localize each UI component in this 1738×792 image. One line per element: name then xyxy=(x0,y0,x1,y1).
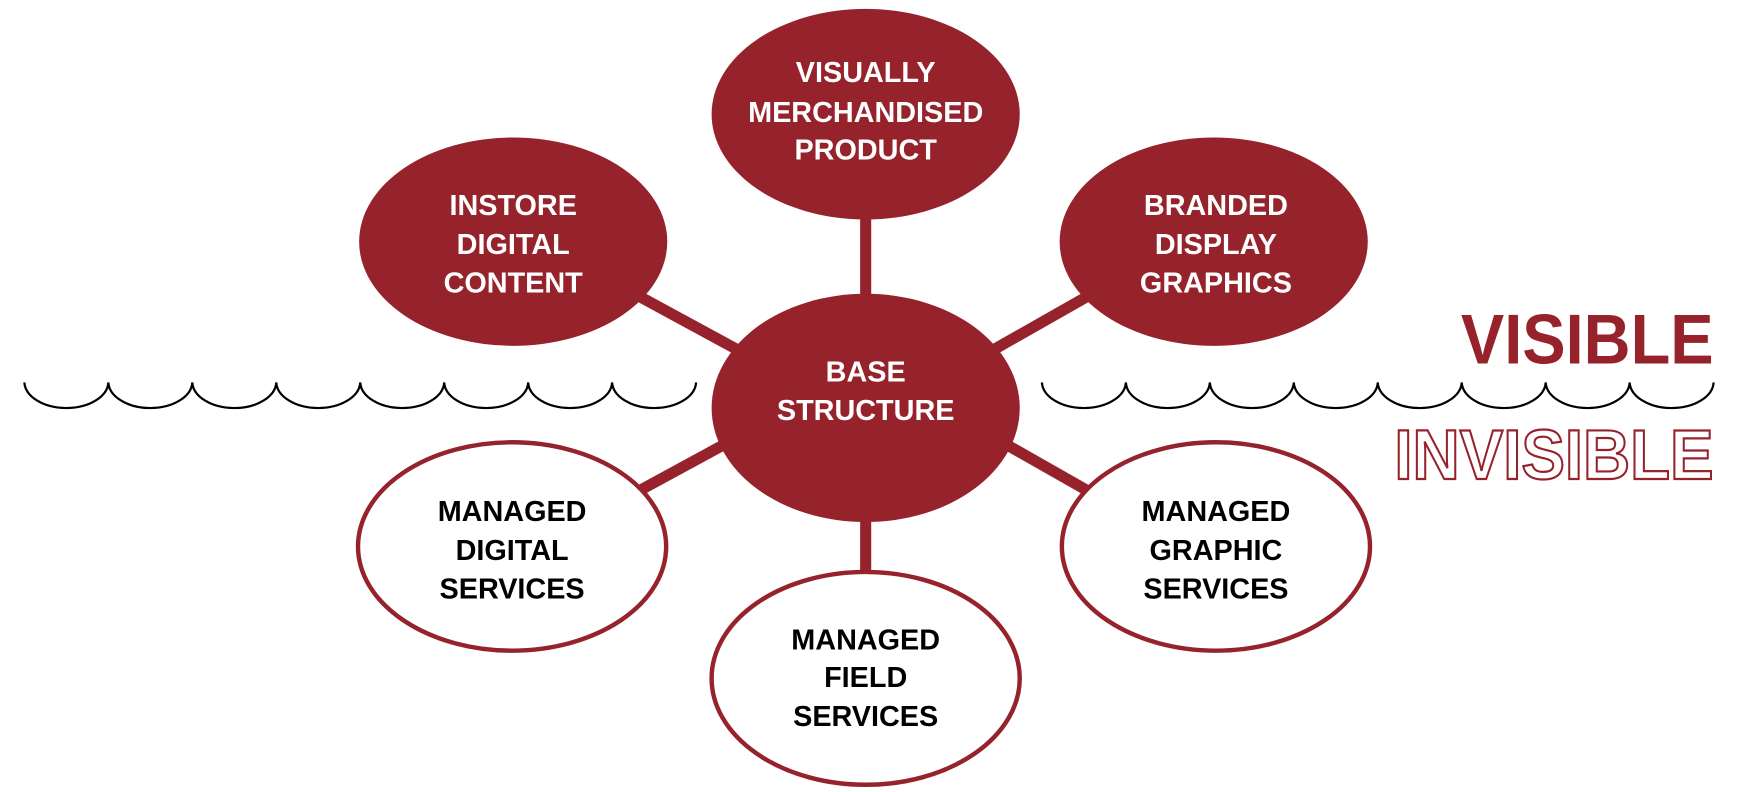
waterline-right xyxy=(1040,382,1715,410)
node-lower-right: MANAGED GRAPHIC SERVICES xyxy=(1059,440,1373,653)
node-upper-left: INSTORE DIGITAL CONTENT xyxy=(359,137,668,346)
node-lower-left-line-2: DIGITAL xyxy=(456,535,569,567)
node-bottom-line-3: SERVICES xyxy=(793,701,938,733)
invisible-label: INVISIBLE xyxy=(1394,416,1713,495)
node-lower-left-line-1: MANAGED xyxy=(438,496,587,528)
node-upper-left-line-3: CONTENT xyxy=(444,268,584,300)
node-upper-left-line-2: DIGITAL xyxy=(457,229,570,261)
node-lower-left: MANAGED DIGITAL SERVICES xyxy=(355,440,669,653)
visible-label: VISIBLE xyxy=(1461,301,1714,380)
waterline xyxy=(23,382,1715,410)
node-center: BASE STRUCTURE xyxy=(711,293,1020,523)
connector-upper-right xyxy=(985,292,1089,358)
node-upper-right: BRANDED DISPLAY GRAPHICS xyxy=(1059,137,1368,346)
node-lower-left-line-3: SERVICES xyxy=(440,574,585,606)
node-center-line-1: BASE xyxy=(826,356,906,388)
node-lower-right-line-1: MANAGED xyxy=(1142,496,1291,528)
node-top-line-1: VISUALLY xyxy=(796,57,936,89)
node-lower-right-line-2: GRAPHIC xyxy=(1150,535,1283,567)
node-bottom-line-1: MANAGED xyxy=(791,625,940,657)
node-bottom: MANAGED FIELD SERVICES xyxy=(709,569,1022,787)
node-upper-right-line-1: BRANDED xyxy=(1144,190,1288,222)
connector-upper-left xyxy=(638,292,746,358)
node-top: VISUALLY MERCHANDISED PRODUCT xyxy=(711,8,1020,220)
node-top-line-2: MERCHANDISED xyxy=(748,97,983,129)
node-upper-left-line-1: INSTORE xyxy=(449,190,576,222)
node-upper-right-line-3: GRAPHICS xyxy=(1140,268,1292,300)
waterline-left xyxy=(23,382,698,410)
node-bottom-line-2: FIELD xyxy=(824,662,907,694)
node-top-line-3: PRODUCT xyxy=(794,135,937,167)
node-upper-right-line-2: DISPLAY xyxy=(1155,229,1277,261)
node-center-line-2: STRUCTURE xyxy=(777,395,955,427)
node-lower-right-line-3: SERVICES xyxy=(1143,574,1288,606)
